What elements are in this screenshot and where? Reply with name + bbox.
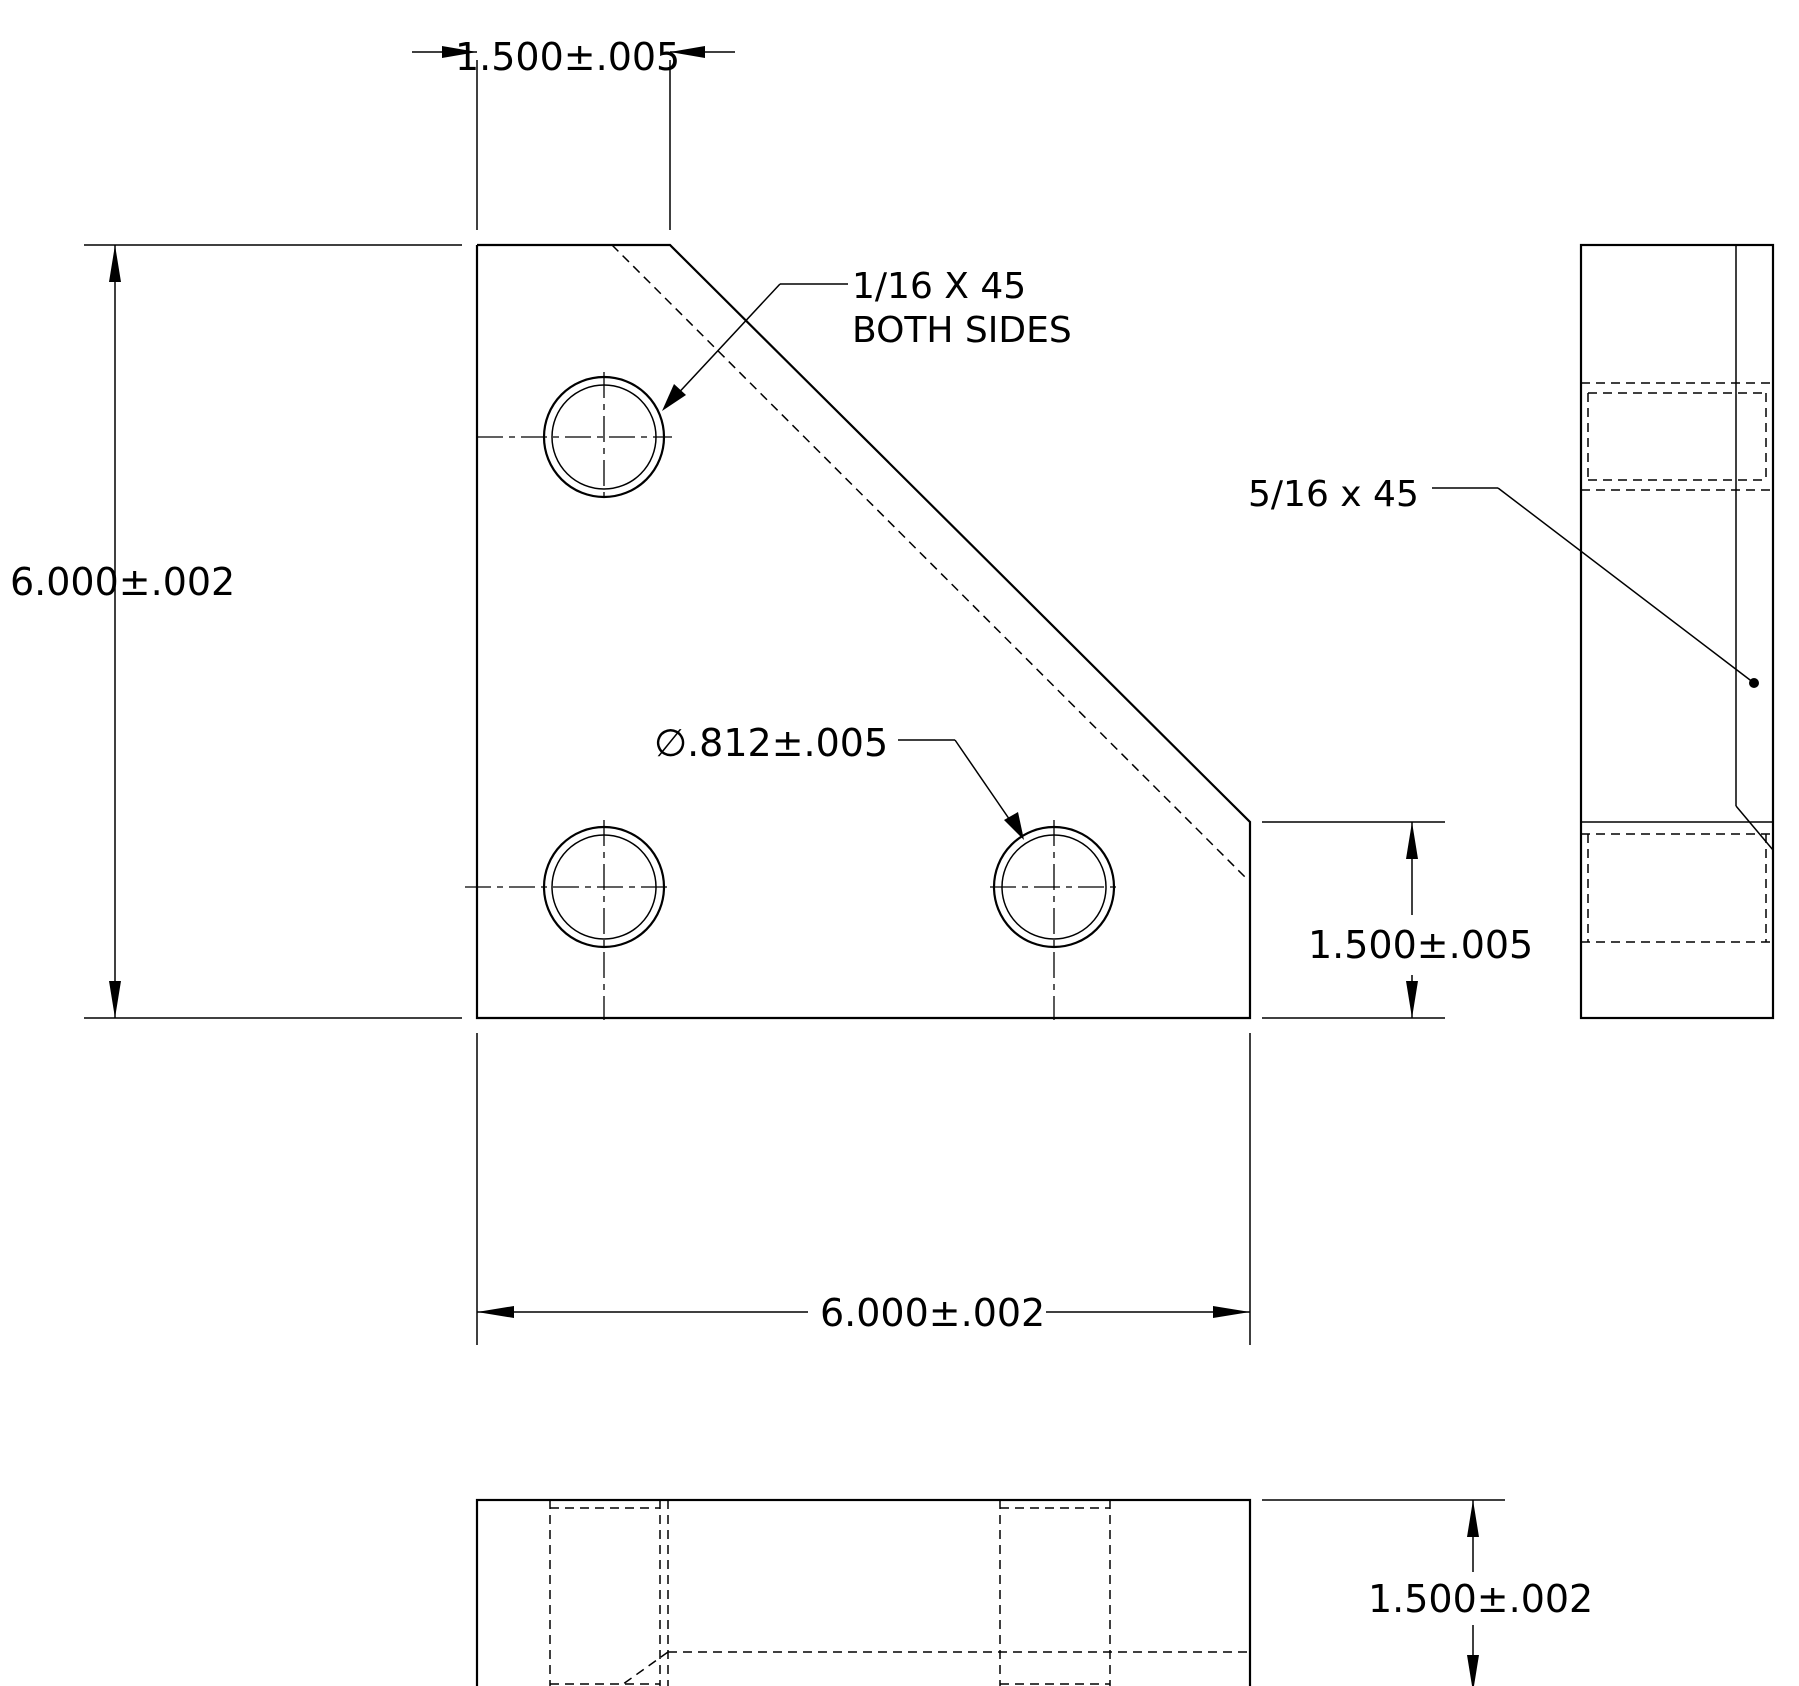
note-small-chamfer: 1/16 X 45 BOTH SIDES — [662, 266, 1072, 411]
note-hole-diameter-text: ∅.812±.005 — [654, 721, 888, 765]
dim-top-width: 1.500±.005 — [412, 35, 735, 230]
hole-bottom-right — [990, 820, 1120, 1020]
note-large-chamfer-text: 5/16 x 45 — [1248, 474, 1419, 515]
dim-overall-width: 6.000±.002 — [476, 1033, 1251, 1345]
dim-right-step-text: 1.500±.005 — [1308, 923, 1533, 967]
note-hole-diameter: ∅.812±.005 — [654, 721, 1024, 840]
dim-thickness-text: 1.500±.002 — [1368, 1577, 1593, 1621]
hole-top-left — [477, 372, 672, 502]
dim-top-width-text: 1.500±.005 — [455, 35, 680, 79]
note-small-chamfer-line1: 1/16 X 45 — [852, 266, 1026, 307]
side-view — [1579, 243, 1775, 1020]
dim-right-step: 1.500±.005 — [1262, 821, 1533, 1019]
dim-overall-height: 6.000±.002 — [10, 244, 462, 1019]
front-outline — [475, 243, 1252, 1020]
dim-overall-width-text: 6.000±.002 — [820, 1291, 1045, 1335]
note-small-chamfer-line2: BOTH SIDES — [852, 310, 1072, 351]
hole-bottom-left — [465, 820, 672, 1020]
front-view — [465, 243, 1252, 1020]
dim-overall-height-text: 6.000±.002 — [10, 560, 235, 604]
note-large-chamfer: 5/16 x 45 — [1248, 474, 1755, 684]
dim-thickness: 1.500±.002 — [1262, 1499, 1593, 1686]
bottom-view — [475, 1498, 1252, 1686]
